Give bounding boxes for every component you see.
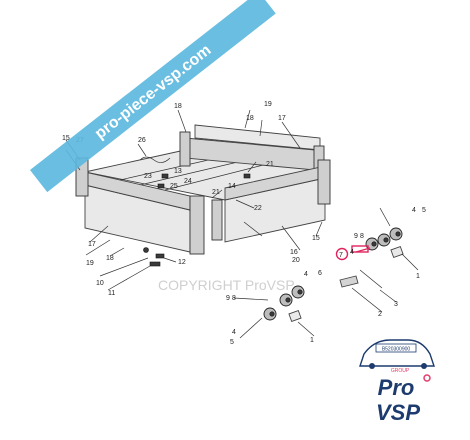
label-18-left: 18 <box>174 103 182 110</box>
label-23: 23 <box>144 173 152 180</box>
strap-part-26 <box>139 156 171 163</box>
logo-word-pro: Pro <box>378 375 415 400</box>
label-2: 2 <box>378 311 382 318</box>
license-plate <box>375 343 417 353</box>
label-4-upper: 4 <box>412 207 416 214</box>
latch-group-upper <box>335 227 404 261</box>
latch-plate-part-2 <box>339 275 359 288</box>
label-14-red: 4 <box>350 249 354 256</box>
label-9-upper: 9 <box>354 233 358 240</box>
rod-part-3 <box>359 269 383 289</box>
label-20: 20 <box>292 257 300 264</box>
label-6: 6 <box>318 270 322 277</box>
label-7: 7 <box>339 252 343 259</box>
hinge-bolt-part <box>149 261 161 267</box>
label-22: 22 <box>254 205 262 212</box>
clip-part-13 <box>161 173 169 179</box>
label-10: 10 <box>96 280 104 287</box>
logo-tag: GROUP <box>391 368 410 374</box>
front-right-post <box>317 159 331 205</box>
label-11: 11 <box>108 290 115 297</box>
label-21-small: 21 <box>212 189 220 196</box>
label-1-lower: 1 <box>310 337 314 344</box>
license-plate-text: B520300900 <box>382 347 411 353</box>
label-1-upper: 1 <box>416 273 420 280</box>
label-17-left: 17 <box>88 241 96 248</box>
latch-group-lower <box>263 285 305 323</box>
clip-part-14 <box>243 173 251 179</box>
label-25: 25 <box>170 183 178 190</box>
label-15: 15 <box>62 135 70 142</box>
clip-part-25 <box>157 183 165 189</box>
label-13: 13 <box>174 168 182 175</box>
label-3: 3 <box>394 301 398 308</box>
label-17: 17 <box>278 115 286 122</box>
logo-word-vsp: VSP <box>376 400 420 425</box>
label-8-upper: 8 <box>360 233 364 240</box>
label-5-upper: 5 <box>422 207 426 214</box>
label-24: 24 <box>184 178 192 185</box>
label-15-right: 15 <box>312 235 320 242</box>
label-4-lower: 4 <box>232 329 236 336</box>
hinge-pin-part <box>155 253 165 259</box>
label-16: 16 <box>290 249 298 256</box>
corner-post <box>189 195 205 255</box>
label-8-lower: 8 <box>232 295 236 302</box>
corner-hinge <box>211 199 223 241</box>
highlight-circle-7 <box>335 247 349 261</box>
copyright-watermark: COPYRIGHT ProVSP <box>158 277 295 293</box>
label-12: 12 <box>178 259 186 266</box>
label-5-lower: 5 <box>230 339 234 346</box>
rear-left-post <box>179 131 191 167</box>
label-21: 21 <box>266 161 274 168</box>
label-9-lower: 9 <box>226 295 230 302</box>
label-14: 14 <box>228 183 236 190</box>
provsp-logo: B520300900 GROUP Pro VSP <box>359 339 435 425</box>
label-19: 19 <box>264 101 272 108</box>
label-26: 26 <box>138 137 146 144</box>
washer-part <box>143 247 149 253</box>
label-19-left: 19 <box>86 260 94 267</box>
logo-dot-icon <box>423 374 431 382</box>
label-18-lower: 18 <box>106 255 114 262</box>
label-4-mid: 4 <box>304 271 308 278</box>
label-18: 18 <box>246 115 254 122</box>
